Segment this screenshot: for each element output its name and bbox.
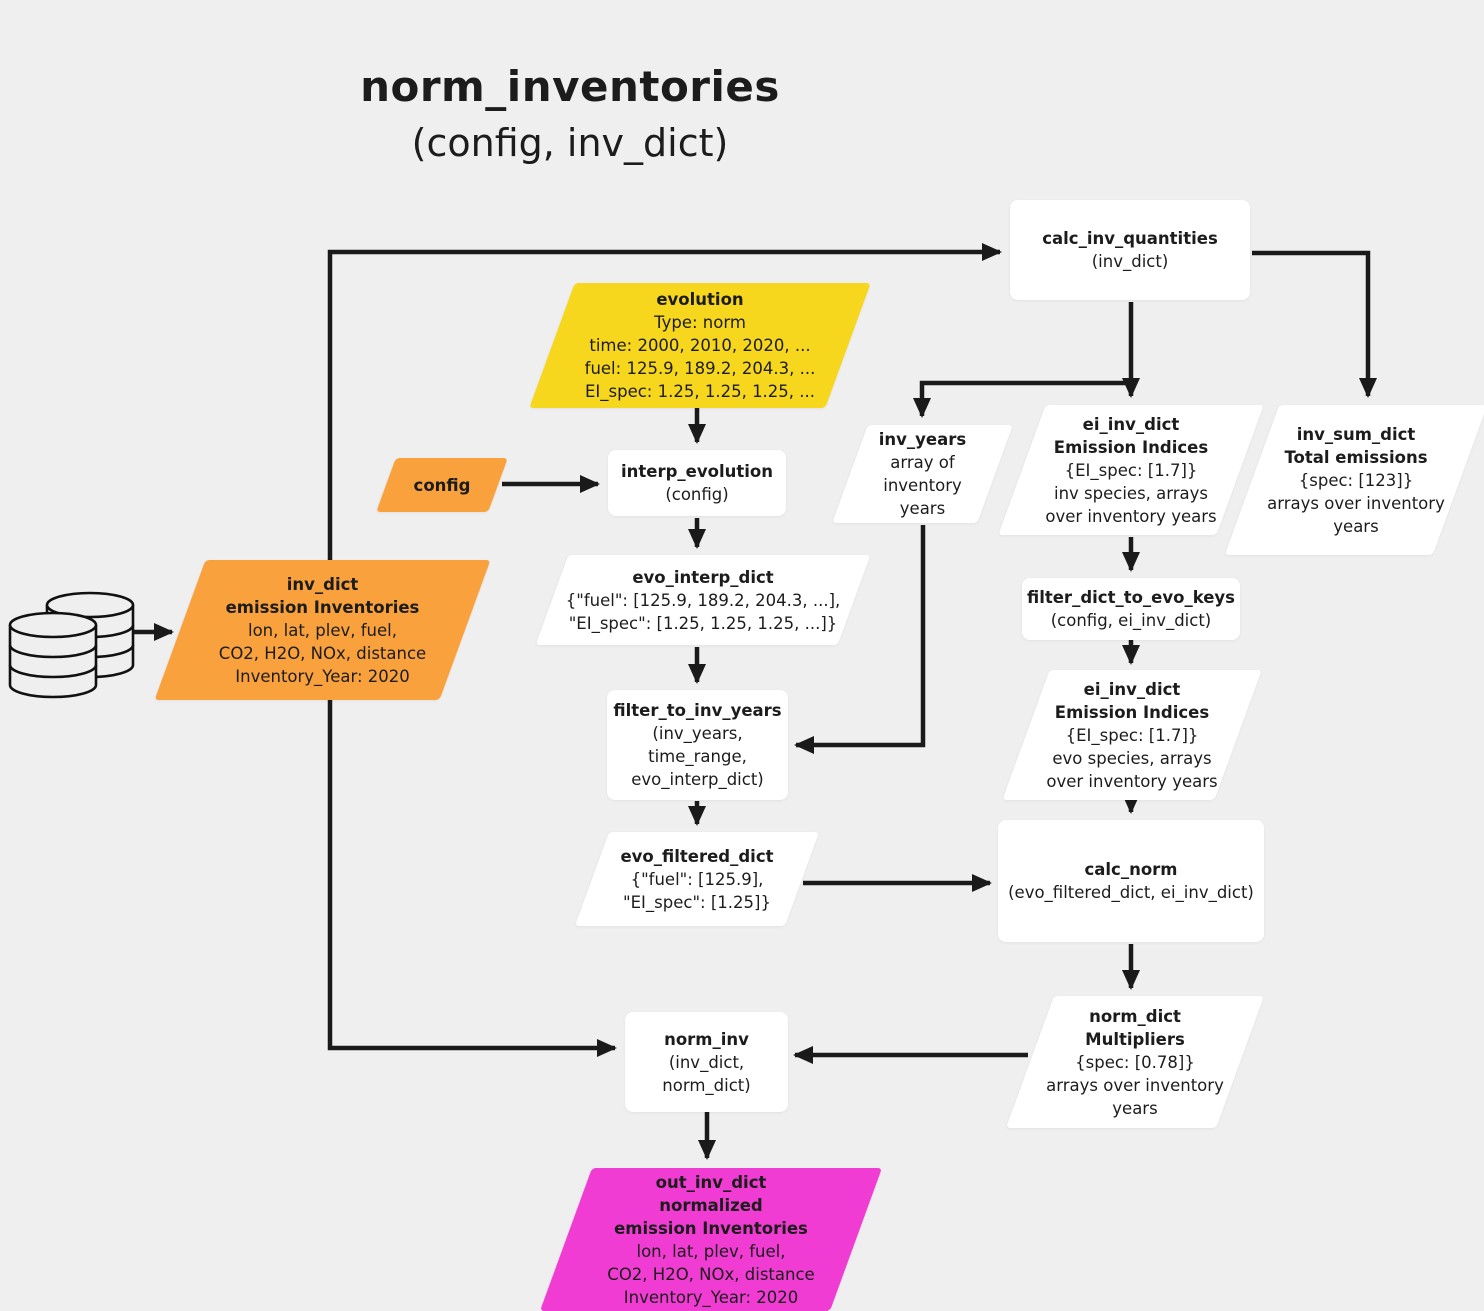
node-params: (inv_dict) <box>1091 252 1169 271</box>
node-calc-inv-quantities: calc_inv_quantities (inv_dict) <box>1010 200 1250 300</box>
node-title: ei_inv_dict <box>1082 414 1180 434</box>
node-line: evo_interp_dict) <box>631 770 764 789</box>
node-line: years <box>1333 516 1379 536</box>
node-title: config <box>413 475 471 495</box>
node-evo-filtered-dict: evo_filtered_dict {"fuel": [125.9], "EI_… <box>574 832 820 926</box>
node-title: filter_to_inv_years <box>613 701 782 720</box>
node-subtitle: Emission Indices <box>1054 702 1210 722</box>
node-interp-evolution: interp_evolution (config) <box>608 450 786 516</box>
node-evolution: evolution Type: norm time: 2000, 2010, 2… <box>529 283 871 408</box>
node-line: "EI_spec": [1.25]} <box>623 892 771 912</box>
node-title: inv_dict <box>286 574 359 594</box>
node-line: {EI_spec: [1.7]} <box>1064 460 1198 480</box>
node-subtitle: Emission Indices <box>1053 437 1209 457</box>
arrow-inv-dict-to-norm-inv <box>327 698 617 1057</box>
arrow-inv-years-to-filter-to-inv-years <box>794 525 926 754</box>
node-line: years <box>899 499 946 518</box>
node-line: years <box>1112 1098 1158 1118</box>
node-title: evo_interp_dict <box>632 567 774 587</box>
node-title: inv_sum_dict <box>1296 424 1416 444</box>
node-title: ei_inv_dict <box>1083 679 1181 699</box>
node-title: norm_inv <box>664 1029 749 1049</box>
node-line: arrays over inventory <box>1267 493 1445 513</box>
node-title: calc_inv_quantities <box>1042 229 1218 248</box>
function-name: norm_inventories <box>360 62 780 111</box>
node-inv-dict: inv_dict emission Inventories lon, lat, … <box>154 560 491 700</box>
node-evo-interp-dict: evo_interp_dict {"fuel": [125.9, 189.2, … <box>535 555 871 645</box>
page-title: norm_inventories (config, inv_dict) <box>290 62 850 165</box>
node-line: arrays over inventory <box>1046 1075 1224 1095</box>
node-line: inv species, arrays <box>1053 483 1209 503</box>
database-front-cylinder <box>8 611 98 699</box>
node-line: over inventory years <box>1046 771 1218 791</box>
node-norm-dict: norm_dict Multipliers {spec: [0.78]} arr… <box>1005 996 1265 1128</box>
node-line: (inv_dict, <box>668 1052 745 1072</box>
node-line: EI_spec: 1.25, 1.25, 1.25, ... <box>584 382 816 401</box>
node-line: Type: norm <box>654 313 746 332</box>
node-ei-inv-dict-1: ei_inv_dict Emission Indices {EI_spec: [… <box>998 405 1264 535</box>
node-title: norm_dict <box>1089 1006 1181 1026</box>
arrow-branch-to-inv-years <box>913 380 1131 418</box>
node-config: config <box>376 458 508 512</box>
node-params: (evo_filtered_dict, ei_inv_dict) <box>1008 883 1254 902</box>
node-line: Inventory_Year: 2020 <box>235 666 410 686</box>
node-inv-years: inv_years array of inventory years <box>832 425 1013 523</box>
node-line: CO2, H2O, NOx, distance <box>218 643 427 663</box>
arrow-calc-inv-quantities-to-inv-sum-dict <box>1252 250 1377 398</box>
node-line: {spec: [0.78]} <box>1075 1052 1195 1072</box>
node-subtitle: normalized <box>659 1195 763 1215</box>
node-line: lon, lat, plev, fuel, <box>636 1241 786 1261</box>
node-line: time: 2000, 2010, 2020, ... <box>589 336 811 355</box>
function-params: (config, inv_dict) <box>411 121 729 165</box>
node-subtitle: Total emissions <box>1284 447 1428 467</box>
node-calc-norm: calc_norm (evo_filtered_dict, ei_inv_dic… <box>998 820 1264 942</box>
node-title: out_inv_dict <box>655 1172 767 1192</box>
node-title: evolution <box>656 290 744 309</box>
node-title: inv_years <box>878 430 967 449</box>
node-line: {EI_spec: [1.7]} <box>1065 725 1199 745</box>
node-line: {"fuel": [125.9, 189.2, 204.3, ...], <box>565 590 841 610</box>
node-line: time_range, <box>648 747 747 766</box>
node-line: "EI_spec": [1.25, 1.25, 1.25, ...]} <box>568 613 838 633</box>
node-subtitle: Multipliers <box>1085 1029 1185 1049</box>
node-line: over inventory years <box>1045 506 1217 526</box>
node-line: evo species, arrays <box>1052 748 1212 768</box>
node-filter-to-inv-years: filter_to_inv_years (inv_years, time_ran… <box>607 690 788 800</box>
node-line: CO2, H2O, NOx, distance <box>607 1264 815 1284</box>
node-line: array of inventory <box>883 453 962 495</box>
node-title: filter_dict_to_evo_keys <box>1026 588 1236 607</box>
node-line: (inv_years, <box>652 724 743 743</box>
node-subtitle: emission Inventories <box>225 597 420 617</box>
node-norm-inv: norm_inv (inv_dict, norm_dict) <box>625 1012 788 1112</box>
node-inv-sum-dict: inv_sum_dict Total emissions {spec: [123… <box>1224 405 1484 555</box>
node-line: fuel: 125.9, 189.2, 204.3, ... <box>584 359 816 378</box>
node-title: interp_evolution <box>621 462 773 481</box>
node-title: calc_norm <box>1084 860 1178 879</box>
node-filter-dict-to-evo-keys: filter_dict_to_evo_keys (config, ei_inv_… <box>1022 578 1240 640</box>
node-line: {"fuel": [125.9], <box>630 869 764 889</box>
node-params: (config) <box>665 485 729 504</box>
node-params: (config, ei_inv_dict) <box>1050 611 1212 630</box>
node-line: lon, lat, plev, fuel, <box>248 620 397 640</box>
node-ei-inv-dict-2: ei_inv_dict Emission Indices {EI_spec: [… <box>1002 670 1262 800</box>
node-subtitle: emission Inventories <box>614 1218 808 1238</box>
arrow-inv-dict-to-calc-inv-quantities <box>327 243 1002 560</box>
database-cylinders-icon <box>8 591 135 699</box>
node-out-inv-dict: out_inv_dict normalized emission Invento… <box>539 1168 883 1311</box>
node-title: evo_filtered_dict <box>620 846 774 866</box>
node-line: Inventory_Year: 2020 <box>623 1287 799 1307</box>
node-line: {spec: [123]} <box>1298 470 1414 490</box>
node-line: norm_dict) <box>662 1075 751 1095</box>
